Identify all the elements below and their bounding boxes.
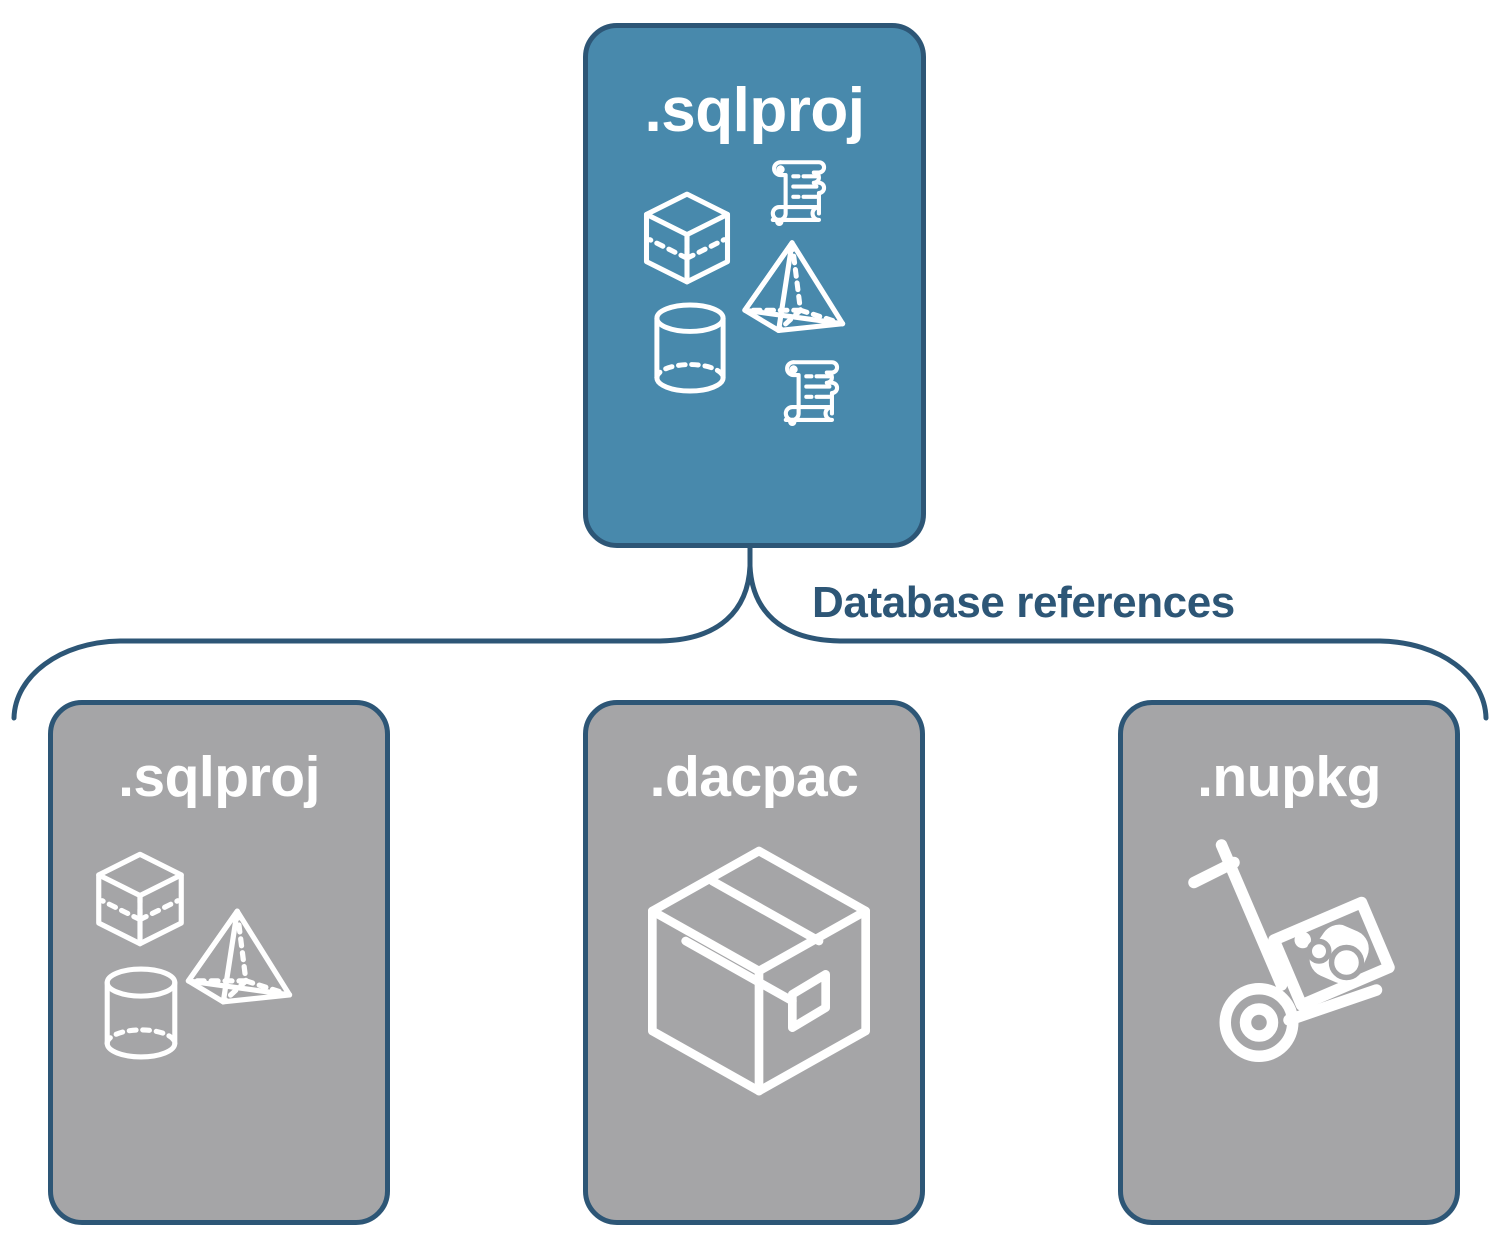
node-reference-nupkg-title: .nupkg	[1197, 745, 1381, 809]
node-reference-sqlproj-title: .sqlproj	[118, 745, 320, 809]
node-reference-dacpac[interactable]: .dacpac	[583, 700, 925, 1225]
scroll-icon	[770, 160, 826, 226]
cylinder-icon	[104, 966, 178, 1060]
brace-label: Database references	[812, 578, 1235, 627]
node-reference-dacpac-title: .dacpac	[649, 745, 859, 809]
node-reference-nupkg[interactable]: .nupkg	[1118, 700, 1460, 1225]
package-box-icon	[648, 846, 871, 1096]
root-icon-group	[625, 152, 885, 442]
pyramid-icon	[185, 908, 293, 1005]
reference-nupkg-icon-group	[1149, 824, 1429, 1124]
hand-truck-nuget-icon	[1188, 839, 1395, 1062]
reference-dacpac-icon-group	[614, 824, 894, 1124]
cube-icon	[96, 851, 184, 947]
node-root-sqlproj[interactable]: .sqlproj	[583, 23, 926, 548]
scroll-icon	[783, 360, 839, 426]
pyramid-icon	[741, 240, 845, 333]
node-reference-sqlproj[interactable]: .sqlproj	[48, 700, 390, 1225]
node-root-title: .sqlproj	[644, 76, 865, 145]
reference-sqlproj-icon-group	[79, 824, 359, 1124]
cube-icon	[643, 191, 730, 285]
cylinder-icon	[653, 302, 726, 394]
brace-left-arm	[11, 563, 753, 721]
